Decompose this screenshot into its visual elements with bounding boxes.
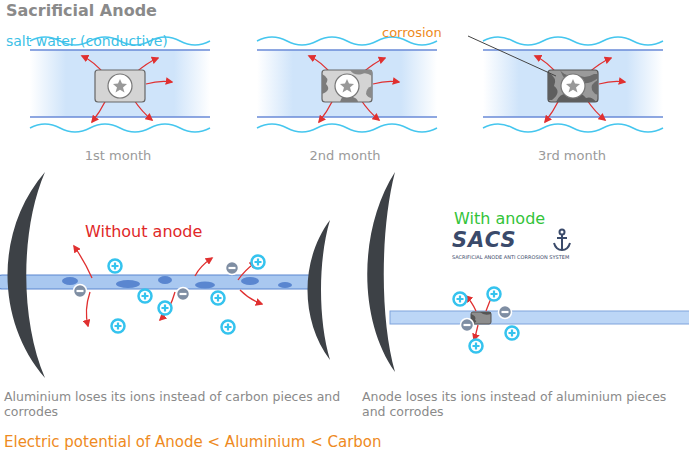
brand-logo: SACS bbox=[452, 228, 517, 253]
anode-month-3 bbox=[548, 70, 598, 102]
month-label: 2nd month bbox=[285, 148, 405, 164]
brand-tagline: SACRIFICIAL ANODE ANTI CORROSION SYSTEM bbox=[452, 254, 569, 260]
anode-month-2 bbox=[322, 70, 372, 102]
callout-label: corrosion bbox=[382, 25, 442, 41]
anchor-icon bbox=[554, 230, 570, 251]
explanation: Anode loses its ions instead of aluminiu… bbox=[362, 389, 687, 419]
month-3-panel bbox=[483, 37, 663, 132]
scene-heading: With anode bbox=[454, 209, 545, 228]
without-anode-scene bbox=[0, 172, 330, 378]
explanation: Aluminium loses its ions instead of carb… bbox=[4, 389, 349, 419]
month-2-panel bbox=[257, 37, 437, 132]
with-anode-scene bbox=[367, 172, 689, 372]
month-label: 3rd month bbox=[512, 148, 632, 164]
medium-label: salt water (conductive) bbox=[6, 33, 168, 50]
month-label: 1st month bbox=[58, 148, 178, 164]
corrosion-leader bbox=[468, 36, 556, 76]
title: Sacrificial Anode bbox=[6, 1, 157, 20]
month-1-panel bbox=[30, 37, 210, 132]
caption: Electric potential of Anode < Aluminium … bbox=[4, 433, 382, 451]
anode-month-1 bbox=[95, 70, 145, 102]
scene-heading: Without anode bbox=[85, 222, 202, 241]
